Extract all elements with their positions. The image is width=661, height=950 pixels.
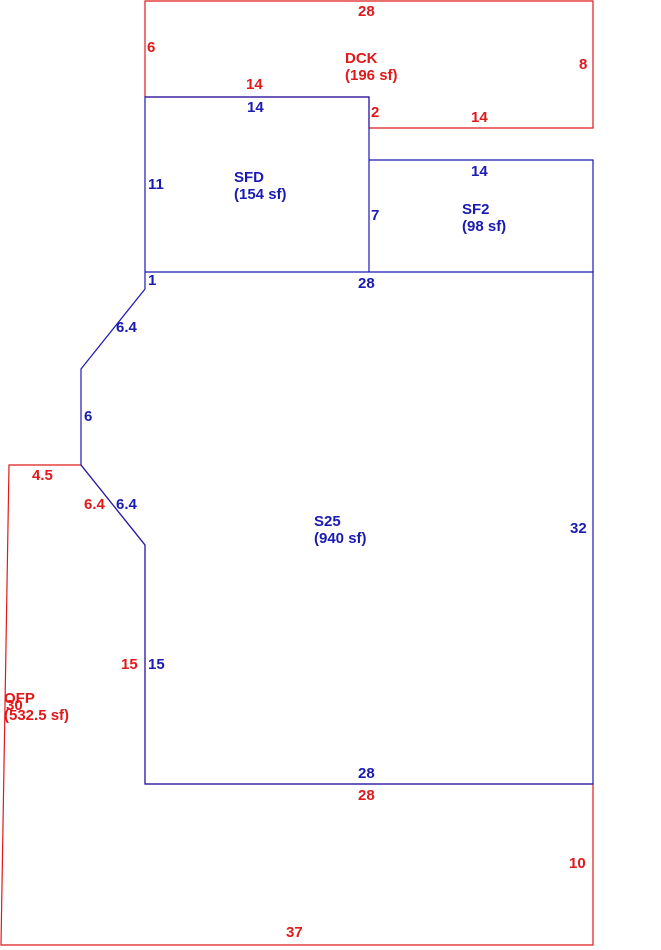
dim-s25-top: 28 [358, 275, 375, 292]
dim-dck-bottom-left: 14 [246, 76, 263, 93]
dim-s25-left-lower: 15 [148, 656, 165, 673]
dim-dck-step: 2 [371, 104, 379, 121]
dim-dck-top: 28 [358, 3, 375, 20]
dim-ofp-top-shared: 28 [358, 787, 375, 804]
dim-sfd-right: 7 [371, 207, 379, 224]
dck-code-label: DCK [345, 50, 378, 67]
dim-ofp-top: 4.5 [32, 467, 53, 484]
dim-s25-diag-lower: 6.4 [116, 496, 138, 513]
dim-s25-diag-upper: 6.4 [116, 319, 138, 336]
s25-code-label: S25 [314, 513, 341, 530]
ofp-code-label: OFP [4, 690, 35, 707]
sfd-code-label: SFD [234, 169, 264, 186]
dim-sfd-top: 14 [247, 99, 264, 116]
dim-corner-1: 1 [148, 272, 156, 289]
dim-s25-bottom: 28 [358, 765, 375, 782]
dim-sf2-top: 14 [471, 163, 488, 180]
dim-ofp-bottom: 37 [286, 924, 303, 941]
dim-ofp-left: 30 [6, 697, 23, 714]
ofp-outline [0, 464, 594, 946]
dim-s25-right: 32 [570, 520, 587, 537]
dim-sfd-left: 11 [148, 176, 164, 193]
dim-dck-bottom-right: 14 [471, 109, 488, 126]
ofp-area-label: (532.5 sf) [4, 707, 69, 724]
sf2-code-label: SF2 [462, 201, 490, 218]
dim-dck-right: 8 [579, 56, 587, 73]
sf2-outline [369, 159, 594, 272]
sfd-outline [144, 96, 370, 272]
s25-area-label: (940 sf) [314, 530, 367, 547]
dim-s25-vert-left: 6 [84, 408, 92, 425]
dim-ofp-diag: 6.4 [84, 496, 106, 513]
s25-outline [80, 271, 594, 785]
dim-ofp-inner: 15 [121, 656, 138, 673]
dim-dck-left: 6 [147, 39, 155, 56]
sf2-area-label: (98 sf) [462, 218, 506, 235]
dim-ofp-right: 10 [569, 855, 586, 872]
dck-area-label: (196 sf) [345, 67, 398, 84]
sfd-area-label: (154 sf) [234, 186, 287, 203]
